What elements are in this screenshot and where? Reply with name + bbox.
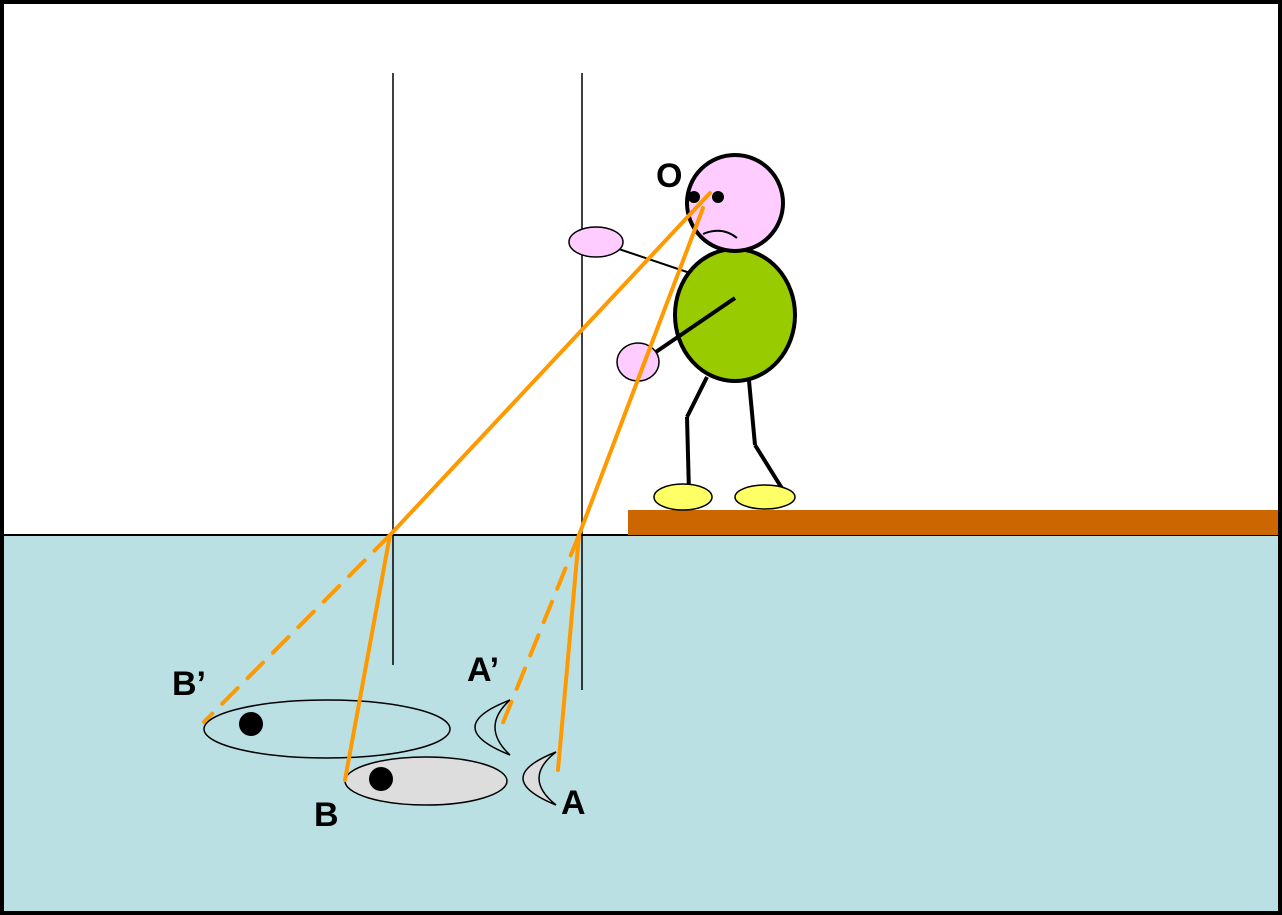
leg-left [685, 376, 709, 418]
label-a: A [561, 784, 586, 822]
ray-surface-to-b [343, 533, 392, 782]
head [685, 153, 785, 253]
dock [628, 510, 1278, 535]
eye-right [712, 191, 724, 203]
leg-right [746, 369, 757, 446]
label-b-prime: B’ [172, 665, 206, 703]
label-b: B [314, 796, 339, 834]
fish-image [203, 699, 511, 759]
fish-image-eye [239, 712, 263, 736]
arm-lower [648, 296, 737, 358]
ray-eye-to-left-surface [388, 191, 712, 537]
ray-extension-to-b-prime [202, 533, 392, 724]
leg-right-lower [753, 443, 785, 492]
mouth [702, 229, 738, 239]
light-rays [202, 191, 712, 782]
leg-left-lower [685, 416, 691, 494]
fish-real-eye [369, 767, 393, 791]
ray-eye-to-right-surface [577, 206, 705, 537]
label-a-prime: A’ [467, 651, 499, 689]
water-region [2, 535, 1280, 913]
torso [673, 247, 797, 383]
label-o: O [656, 157, 682, 195]
ray-surface-to-a [556, 533, 581, 772]
ray-extension-to-a-prime [496, 533, 581, 737]
fish-real-tail [522, 751, 557, 806]
fish-image-tail [474, 699, 511, 756]
fish-real [344, 751, 557, 806]
hand-upper [568, 226, 624, 258]
eye-left [688, 191, 700, 203]
shoe-left [653, 483, 713, 511]
shoe-right [734, 484, 796, 510]
fish-image-body [203, 699, 451, 759]
observer-person-icon [568, 153, 797, 511]
